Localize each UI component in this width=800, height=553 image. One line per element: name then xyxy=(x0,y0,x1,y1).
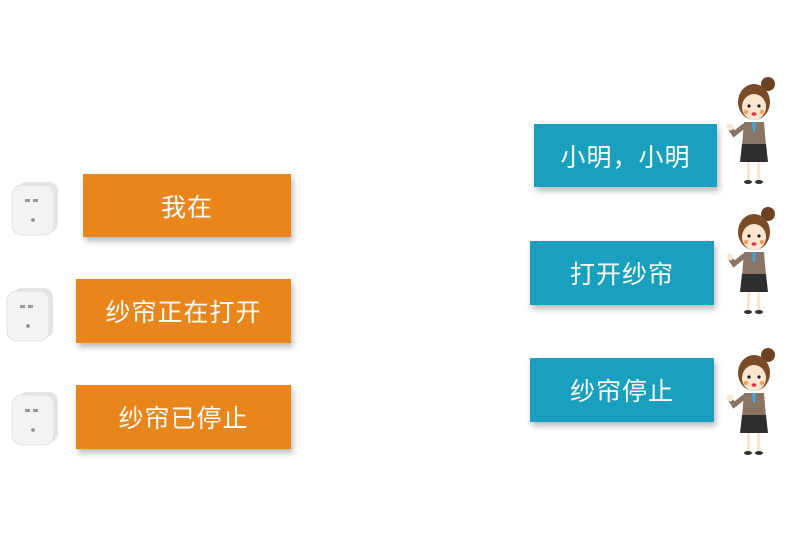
user-command-text: 打开纱帘 xyxy=(569,260,674,289)
smart-plug-icon xyxy=(3,285,57,343)
smart-plug-icon xyxy=(8,389,62,447)
woman-speaker-icon xyxy=(722,76,782,188)
user-command-text: 纱帘停止 xyxy=(569,377,674,406)
woman-speaker-icon xyxy=(722,206,782,318)
device-reply-text: 纱帘正在打开 xyxy=(105,298,262,327)
device-reply-bubble: 纱帘正在打开 xyxy=(76,279,291,343)
device-reply-bubble: 纱帘已停止 xyxy=(76,385,291,449)
device-reply-bubble: 我在 xyxy=(83,174,291,237)
user-command-text: 小明，小明 xyxy=(560,142,691,172)
user-command-bubble: 纱帘停止 xyxy=(530,358,714,422)
user-command-bubble: 小明，小明 xyxy=(534,124,717,187)
smart-plug-icon xyxy=(8,179,62,237)
device-reply-text: 纱帘已停止 xyxy=(118,404,249,433)
device-reply-text: 我在 xyxy=(160,192,213,222)
woman-speaker-icon xyxy=(722,347,782,459)
user-command-bubble: 打开纱帘 xyxy=(530,241,714,305)
